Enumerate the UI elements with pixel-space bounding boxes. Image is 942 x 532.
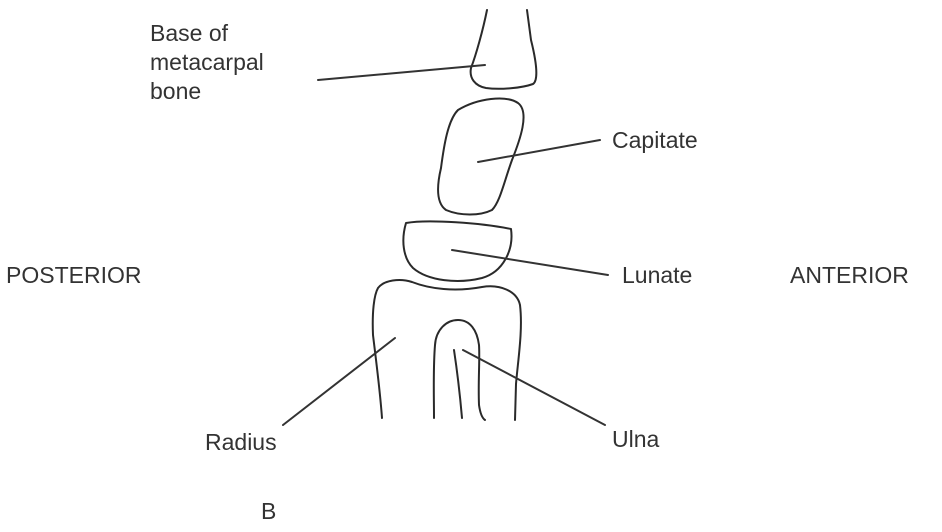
base-of-metacarpal-label-line-2: metacarpal <box>150 48 320 77</box>
anterior-label: ANTERIOR <box>790 261 909 290</box>
base-of-metacarpal-label: Base of metacarpal bone <box>150 19 320 106</box>
radius-label: Radius <box>205 428 277 457</box>
metacarpal-bone <box>471 10 537 89</box>
ulna-inner-edge <box>454 350 462 418</box>
ulna-label: Ulna <box>612 425 659 454</box>
capitate-leader <box>478 140 600 162</box>
base-of-metacarpal-label-line-1: Base of <box>150 19 320 48</box>
lunate-leader <box>452 250 608 275</box>
radius-bone <box>373 280 521 420</box>
posterior-label: POSTERIOR <box>6 261 141 290</box>
ulna-bone <box>434 320 485 420</box>
base-of-metacarpal-leader <box>318 65 485 80</box>
lunate-label: Lunate <box>622 261 692 290</box>
figure-letter-label: B <box>261 497 276 526</box>
capitate-label: Capitate <box>612 126 698 155</box>
base-of-metacarpal-label-line-3: bone <box>150 77 320 106</box>
ulna-leader <box>463 350 605 425</box>
